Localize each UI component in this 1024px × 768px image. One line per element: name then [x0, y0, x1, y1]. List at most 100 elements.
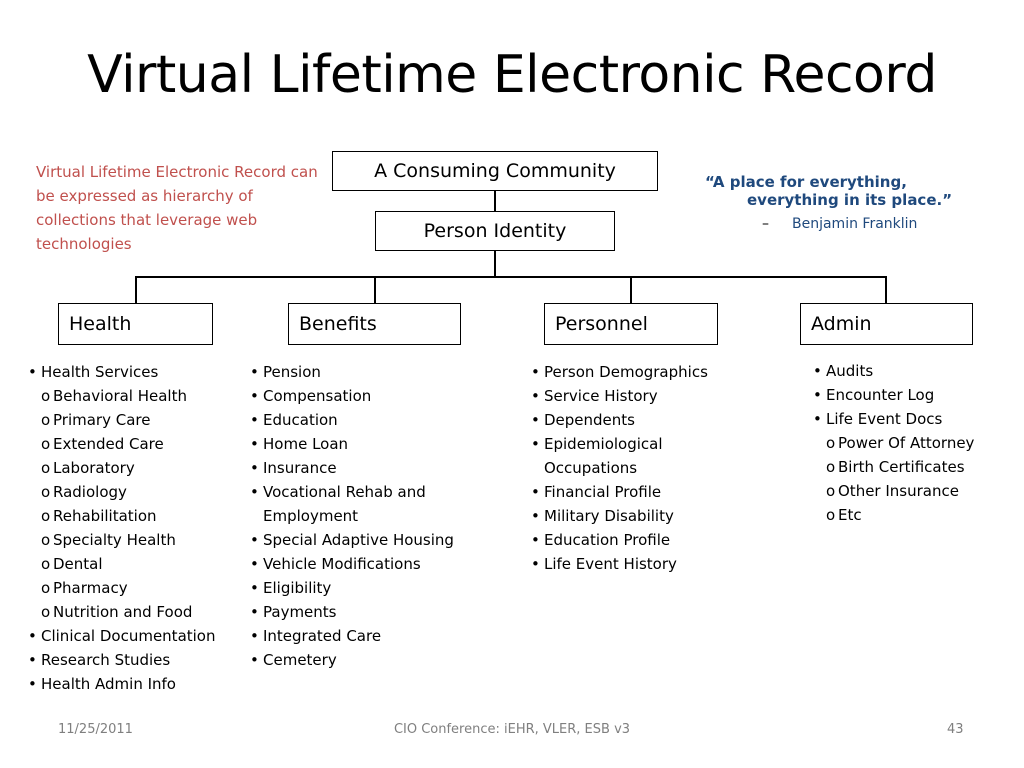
connector-personnel	[630, 276, 632, 303]
list-item: Life Event Docs	[813, 407, 1013, 431]
person-identity-box: Person Identity	[375, 211, 615, 251]
list-item-text: Laboratory	[53, 459, 135, 477]
list-item-text: Life Event Docs	[826, 410, 943, 428]
personnel-box: Personnel	[544, 303, 718, 345]
list-item: Person Demographics	[531, 360, 731, 384]
list-item-text: Primary Care	[53, 411, 151, 429]
list-item: Occupations	[531, 456, 731, 480]
personnel-list: Person DemographicsService HistoryDepend…	[531, 360, 731, 576]
list-item: Laboratory	[28, 456, 243, 480]
list-item: Rehabilitation	[28, 504, 243, 528]
attribution-dash: –	[762, 216, 769, 232]
intro-text: Virtual Lifetime Electronic Record can b…	[36, 163, 318, 253]
list-item-text: Specialty Health	[53, 531, 176, 549]
list-item: Employment	[250, 504, 485, 528]
connector-admin	[885, 276, 887, 303]
list-item-text: Financial Profile	[544, 483, 662, 501]
benefits-box: Benefits	[288, 303, 461, 345]
list-item-text: Health Services	[41, 363, 159, 381]
list-item-text: Clinical Documentation	[41, 627, 216, 645]
list-item-text: Nutrition and Food	[53, 603, 193, 621]
connector-horizontal	[135, 276, 887, 278]
list-item: Home Loan	[250, 432, 485, 456]
list-item: Dependents	[531, 408, 731, 432]
list-item: Special Adaptive Housing	[250, 528, 485, 552]
quote: “A place for everything, everything in i…	[705, 173, 1005, 209]
list-item-text: Other Insurance	[838, 482, 959, 500]
list-item: Power Of Attorney	[813, 431, 1013, 455]
admin-list: AuditsEncounter LogLife Event DocsPower …	[813, 359, 1013, 527]
list-item: Cemetery	[250, 648, 485, 672]
list-item-text: Epidemiological	[544, 435, 663, 453]
list-item: Compensation	[250, 384, 485, 408]
admin-box: Admin	[800, 303, 973, 345]
list-item-text: Encounter Log	[826, 386, 935, 404]
footer-page-number: 43	[947, 722, 964, 737]
list-item-text: Birth Certificates	[838, 458, 965, 476]
list-item: Military Disability	[531, 504, 731, 528]
list-item-text: Payments	[263, 603, 337, 621]
list-item: Birth Certificates	[813, 455, 1013, 479]
footer-date: 11/25/2011	[58, 722, 133, 737]
list-item-text: Occupations	[544, 459, 638, 477]
list-item-text: Education	[263, 411, 338, 429]
list-item-text: Vehicle Modifications	[263, 555, 421, 573]
list-item: Nutrition and Food	[28, 600, 243, 624]
list-item: Service History	[531, 384, 731, 408]
quote-author: Benjamin Franklin	[792, 216, 918, 232]
list-item: Financial Profile	[531, 480, 731, 504]
quote-line-1: “A place for everything,	[705, 173, 907, 191]
list-item: Integrated Care	[250, 624, 485, 648]
list-item: Health Services	[28, 360, 243, 384]
list-item: Eligibility	[250, 576, 485, 600]
list-item-text: Behavioral Health	[53, 387, 187, 405]
list-item: Etc	[813, 503, 1013, 527]
list-item: Education	[250, 408, 485, 432]
list-item: Pension	[250, 360, 485, 384]
list-item: Epidemiological	[531, 432, 731, 456]
list-item: Radiology	[28, 480, 243, 504]
quote-attribution: – Benjamin Franklin	[762, 216, 917, 232]
list-item: Vocational Rehab and	[250, 480, 485, 504]
connector-benefits	[374, 276, 376, 303]
list-item-text: Integrated Care	[263, 627, 382, 645]
health-list: Health ServicesBehavioral HealthPrimary …	[28, 360, 243, 696]
list-item-text: Person Demographics	[544, 363, 708, 381]
list-item-text: Eligibility	[263, 579, 332, 597]
list-item: Extended Care	[28, 432, 243, 456]
list-item-text: Rehabilitation	[53, 507, 157, 525]
list-item-text: Cemetery	[263, 651, 337, 669]
list-item-text: Extended Care	[53, 435, 164, 453]
list-item-text: Audits	[826, 362, 874, 380]
list-item: Payments	[250, 600, 485, 624]
list-item: Other Insurance	[813, 479, 1013, 503]
list-item-text: Research Studies	[41, 651, 171, 669]
list-item-text: Pension	[263, 363, 321, 381]
list-item-text: Dependents	[544, 411, 635, 429]
list-item: Clinical Documentation	[28, 624, 243, 648]
list-item: Vehicle Modifications	[250, 552, 485, 576]
list-item-text: Life Event History	[544, 555, 677, 573]
list-item: Behavioral Health	[28, 384, 243, 408]
list-item-text: Power Of Attorney	[838, 434, 975, 452]
connector-health	[135, 276, 137, 303]
list-item-text: Dental	[53, 555, 103, 573]
list-item-text: Health Admin Info	[41, 675, 176, 693]
list-item: Research Studies	[28, 648, 243, 672]
list-item-text: Military Disability	[544, 507, 674, 525]
list-item-text: Vocational Rehab and	[263, 483, 426, 501]
list-item-text: Etc	[838, 506, 862, 524]
list-item-text: Employment	[263, 507, 359, 525]
list-item: Insurance	[250, 456, 485, 480]
list-item: Life Event History	[531, 552, 731, 576]
list-item-text: Service History	[544, 387, 658, 405]
list-item: Health Admin Info	[28, 672, 243, 696]
list-item: Specialty Health	[28, 528, 243, 552]
list-item: Audits	[813, 359, 1013, 383]
list-item: Dental	[28, 552, 243, 576]
consuming-community-box: A Consuming Community	[332, 151, 658, 191]
list-item-text: Home Loan	[263, 435, 349, 453]
list-item-text: Radiology	[53, 483, 127, 501]
list-item-text: Compensation	[263, 387, 372, 405]
health-box: Health	[58, 303, 213, 345]
